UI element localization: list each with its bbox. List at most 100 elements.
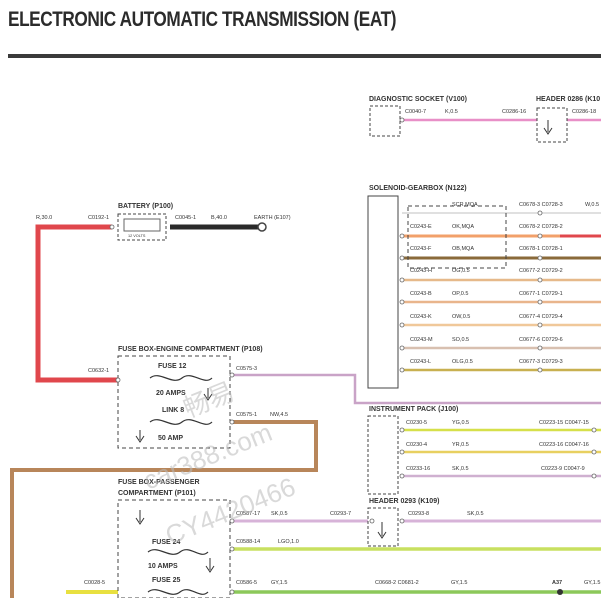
fuse12-label: FUSE 12 <box>158 363 187 370</box>
fuse25-label: FUSE 25 <box>152 577 181 584</box>
label-sol-top-right: C0678-3 C0728-3 <box>519 202 563 208</box>
diagnostic-socket-label: DIAGNOSTIC SOCKET (V100) <box>369 96 467 103</box>
label-sol-k-conn: C0243-K <box>410 314 432 320</box>
title-rule <box>8 54 601 58</box>
diagnostic-socket-box <box>369 105 401 137</box>
label-pfb-2-conn: C0588-14 <box>236 539 260 545</box>
label-sol-top-right-wire: W,0.5 <box>585 202 599 208</box>
battery-rating: 12 VOLTS <box>128 234 146 238</box>
label-ip-2-conn: C0230-4 <box>406 442 427 448</box>
fuse12-symbol-icon <box>149 375 213 381</box>
instrument-pack-frame <box>367 415 399 495</box>
header-0286-box <box>536 107 568 143</box>
fuse-ground-arrow-icon <box>203 388 213 401</box>
label-diag-wire: K,0.5 <box>445 109 458 115</box>
fuse24-label: FUSE 24 <box>152 539 181 546</box>
wire-battery-red <box>35 224 118 383</box>
instrument-pack-label: INSTRUMENT PACK (J100) <box>369 406 458 413</box>
label-sol-h-conn: C0243-H <box>410 268 432 274</box>
label-pfb-1-conn: C0587-17 <box>236 511 260 517</box>
fuse25-symbol-icon <box>147 589 209 595</box>
label-earth: EARTH (E107) <box>254 215 291 221</box>
label-bat-conn: C0192-1 <box>88 215 109 221</box>
label-fuse12-out: C0575-3 <box>236 366 257 372</box>
solenoid-gearbox-label: SOLENOID-GEARBOX (N122) <box>369 185 467 192</box>
fuse24-symbol-icon <box>147 549 209 555</box>
splice-a37-icon <box>557 589 563 595</box>
label-ip-3-to: C0223-9 C0047-9 <box>541 466 585 472</box>
watermark-line-1: 畅易 <box>179 376 238 423</box>
label-sol-l-wire: OLG,0.5 <box>452 359 473 365</box>
wire-link8-out <box>10 420 318 598</box>
link-ground-arrow-icon <box>135 430 145 443</box>
solenoid-internal-frame <box>407 205 507 269</box>
label-ip-3-wire: SK,0.5 <box>452 466 469 472</box>
page-title: ELECTRONIC AUTOMATIC TRANSMISSION (EAT) <box>8 8 397 31</box>
label-sol-b-to: C0677-1 C0729-1 <box>519 291 563 297</box>
header-0293-arrow-icon <box>377 522 387 539</box>
label-sol-l-to: C0677-3 C0729-3 <box>519 359 563 365</box>
label-ip-2-wire: YR,0.5 <box>452 442 469 448</box>
label-pfb-3-to: C0668-2 C0681-2 <box>375 580 419 586</box>
ground-arrow-icon <box>543 120 553 135</box>
label-sol-k-to: C0677-4 C0729-4 <box>519 314 563 320</box>
label-ip-3-conn: C0233-16 <box>406 466 430 472</box>
label-pfb-3-end: A37 <box>552 580 562 586</box>
label-pfb-2-wire: LGO,1.0 <box>278 539 299 545</box>
label-pfb-3-conn: C0586-5 <box>236 580 257 586</box>
label-sol-f-to: C0678-1 C0728-1 <box>519 246 563 252</box>
label-sol-f-conn: C0243-F <box>410 246 432 252</box>
label-sol-h-wire: OG,0.5 <box>452 268 470 274</box>
label-diag-conn: C0040-7 <box>405 109 426 115</box>
label-bat-out-wire: B,40.0 <box>211 215 227 221</box>
wire-fuse12-out <box>232 373 601 405</box>
fuse-box-engine-frame <box>117 355 231 449</box>
label-ip-1-conn: C0230-5 <box>406 420 427 426</box>
label-bat-wire: R,30.0 <box>36 215 52 221</box>
earth-terminal-icon <box>257 222 267 232</box>
label-pfb-3-wire: GY,1.5 <box>271 580 287 586</box>
label-sol-m-conn: C0243-M <box>410 337 433 343</box>
label-link8-wire: NW,4.5 <box>270 412 288 418</box>
label-pfb-3-wire2: GY,1.5 <box>451 580 467 586</box>
fuse-box-engine-label: FUSE BOX-ENGINE COMPARTMENT (P108) <box>118 346 263 353</box>
fuse-box-passenger-label-1: FUSE BOX-PASSENGER <box>118 479 200 486</box>
label-sol-top-wire: SCR,MQA <box>452 202 478 208</box>
label-pfb-1-to: C0293-7 <box>330 511 351 517</box>
fuse-box-passenger-label-2: COMPARTMENT (P101) <box>118 490 196 497</box>
solenoid-gearbox-block <box>367 195 399 389</box>
pfb-left-arrow-icon <box>135 510 145 525</box>
label-pfb-3-end-wire: GY,1.5 <box>584 580 600 586</box>
label-link8-out: C0575-1 <box>236 412 257 418</box>
connector-terminals <box>109 117 597 595</box>
label-ip-2-to: C0223-16 C0047-16 <box>539 442 589 448</box>
link8-label: LINK 8 <box>162 407 184 414</box>
pfb-ground-arrow-icon <box>205 558 215 573</box>
header-0293-box <box>367 507 399 547</box>
label-sol-b-conn: C0243-B <box>410 291 432 297</box>
fuse12-rating: 20 AMPS <box>156 390 186 397</box>
label-pfb-1-wire: SK,0.5 <box>271 511 288 517</box>
label-ip-1-to: C0223-15 C0047-15 <box>539 420 589 426</box>
header-0293-label: HEADER 0293 (K109) <box>369 498 439 505</box>
battery-symbol-icon <box>123 218 161 232</box>
link8-symbol-icon <box>149 419 213 425</box>
fuse24-rating: 10 AMPS <box>148 563 178 570</box>
label-sol-h-to: C0677-2 C0729-2 <box>519 268 563 274</box>
label-sol-b-wire: OP,0.5 <box>452 291 468 297</box>
label-sol-f-wire: OB,MQA <box>452 246 474 252</box>
label-bat-out: C0045-1 <box>175 215 196 221</box>
label-ip-1-wire: YG,0.5 <box>452 420 469 426</box>
label-sol-e-conn: C0243-E <box>410 224 432 230</box>
label-sol-e-wire: OK,MQA <box>452 224 474 230</box>
label-sol-k-wire: OW,0.5 <box>452 314 470 320</box>
label-left-conn: C0028-5 <box>84 580 105 586</box>
label-sol-l-conn: C0243-L <box>410 359 431 365</box>
label-sol-e-to: C0678-2 C0728-2 <box>519 224 563 230</box>
label-diag-to: C0286-16 <box>502 109 526 115</box>
label-h293-wire: SK,0.5 <box>467 511 484 517</box>
label-h293-conn: C0293-8 <box>408 511 429 517</box>
header-0286-label: HEADER 0286 (K10 <box>536 96 600 103</box>
battery-label: BATTERY (P100) <box>118 203 173 210</box>
